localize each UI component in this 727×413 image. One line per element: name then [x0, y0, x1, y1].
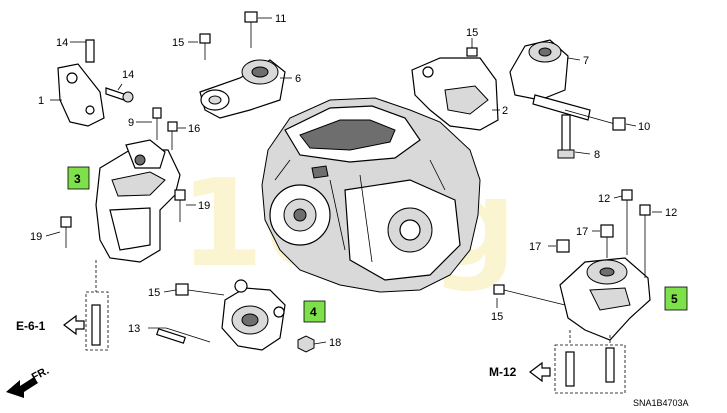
callout-15-right: 15 [491, 311, 503, 323]
bolt-14-lower [105, 87, 134, 103]
rear-mount-assembly [95, 139, 181, 263]
callout-11: 11 [275, 13, 286, 25]
transmission-mount [199, 59, 286, 119]
leader-lines [45, 17, 662, 345]
bolt-16 [167, 121, 178, 150]
bolt-13 [156, 327, 211, 344]
nut-17-top [600, 224, 614, 258]
drawing-code: SNA1B4703A [633, 398, 689, 408]
callout-2: 2 [502, 105, 508, 117]
badge-3-box [67, 166, 90, 190]
ref-e61[interactable]: E-6-1 [16, 314, 85, 336]
torque-rod-mount [509, 39, 591, 121]
bolt-12-right [639, 204, 651, 278]
bolt-12-left [621, 189, 633, 255]
callout-10: 10 [638, 121, 650, 133]
badge-5-label: 5 [671, 292, 678, 306]
callout-6: 6 [295, 73, 301, 85]
callout-19-left: 19 [30, 231, 42, 243]
bolt-15-right [493, 284, 566, 306]
ref-m12[interactable]: M-12 [489, 361, 551, 383]
callout-17-left: 17 [529, 241, 541, 253]
badge-4[interactable]: 4 [303, 300, 326, 323]
callout-8: 8 [594, 149, 600, 161]
badge-3[interactable]: 3 [67, 166, 90, 190]
callout-18: 18 [329, 337, 341, 349]
callout-15-top: 15 [172, 37, 184, 49]
transmission-side-bracket [411, 57, 499, 131]
badge-5-box [664, 286, 688, 311]
front-label: FR. [30, 365, 51, 384]
bolt-11 [244, 11, 258, 48]
callout-1: 1 [38, 95, 44, 107]
nut-18 [297, 335, 315, 353]
callout-16: 16 [188, 123, 200, 135]
callout-19-right: 19 [198, 200, 210, 212]
side-mount-assembly [559, 257, 651, 341]
callout-15-front: 15 [148, 287, 160, 299]
badge-5[interactable]: 5 [664, 286, 688, 311]
ref-e61-arrow-icon [63, 314, 85, 336]
bolt-10 [564, 109, 626, 131]
bolt-8 [557, 114, 575, 159]
callout-7: 7 [583, 55, 589, 67]
ref-m12-arrow-icon [529, 361, 551, 383]
side-mount-studs [554, 330, 626, 394]
callout-14-top: 14 [56, 37, 68, 49]
bolt-9 [152, 107, 162, 140]
callout-13: 13 [128, 323, 140, 335]
ref-e61-label: E-6-1 [16, 319, 46, 333]
callout-17-top: 17 [576, 226, 588, 238]
bolt-15-upper-right [466, 47, 478, 57]
bolt-15-top [199, 33, 211, 60]
nut-17-left [556, 239, 570, 253]
rear-mount-studs [85, 260, 109, 351]
ref-m12-label: M-12 [489, 365, 517, 379]
front-direction-indicator: FR. [6, 365, 51, 398]
bolt-19-left [60, 216, 72, 248]
callout-14-lower: 14 [122, 69, 134, 81]
badge-4-box [303, 300, 326, 323]
callout-12-right: 12 [665, 207, 677, 219]
engine-side-bracket [57, 39, 105, 127]
bolt-15-front [175, 283, 225, 296]
callout-12-left: 12 [598, 193, 610, 205]
engine-assembly [261, 97, 481, 293]
front-mount-assembly [221, 279, 286, 351]
callout-9: 9 [128, 117, 134, 129]
callout-numbers: 1 2 6 7 8 9 10 11 12 12 13 14 14 15 15 1… [30, 13, 677, 349]
front-arrow-icon [6, 377, 38, 398]
badge-4-label: 4 [310, 305, 317, 319]
bolt-19-right [174, 189, 186, 222]
badge-3-label: 3 [74, 172, 81, 186]
callout-15-upper-right: 15 [466, 27, 478, 39]
